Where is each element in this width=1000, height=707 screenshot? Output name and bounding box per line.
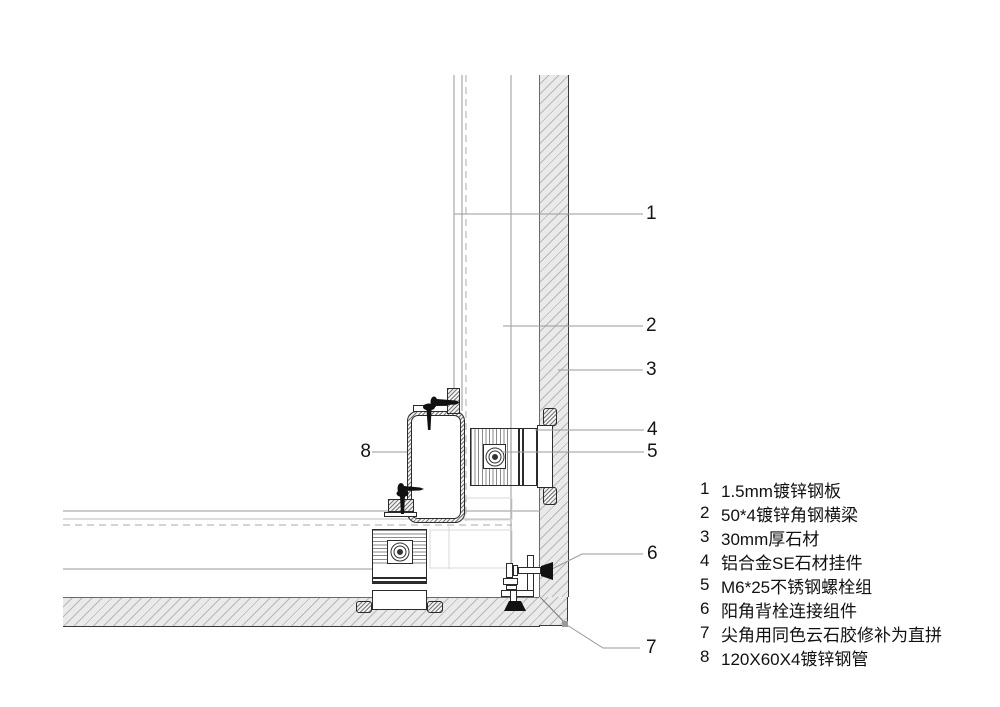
back-bolt-nut-vertical xyxy=(503,578,518,585)
steel-tube-inner-wall xyxy=(411,415,461,519)
corner-bracket-horizontal-leg xyxy=(501,590,534,597)
legend-num: 3 xyxy=(700,527,710,546)
back-bolt-washer-vertical xyxy=(506,585,517,590)
legend-text: 1.5mm镀锌钢板 xyxy=(721,481,841,501)
legend-text: 阳角背栓连接组件 xyxy=(721,601,857,621)
anchor-tab-left xyxy=(356,601,372,613)
anchor-plate-in-stone-horizontal xyxy=(372,590,427,610)
bolt-housing xyxy=(387,540,413,564)
legend-row: 8 120X60X4镀锌钢管 xyxy=(700,645,942,669)
callout-2: 2 xyxy=(646,315,657,336)
back-bolt-nut-horizontal xyxy=(506,563,513,578)
legend-text: M6*25不锈钢螺栓组 xyxy=(721,577,873,597)
hanger-divider-line xyxy=(522,429,524,485)
legend-row: 2 50*4镀锌角钢横梁 xyxy=(700,501,942,525)
legend-text: 尖角用同色云石胶修补为直拼 xyxy=(721,625,942,645)
legend-num: 5 xyxy=(700,575,710,594)
screw-head xyxy=(397,483,405,494)
legend-text: 铝合金SE石材挂件 xyxy=(721,553,863,573)
bolt-ring-middle xyxy=(488,450,501,463)
anchor-tab-bottom xyxy=(543,487,557,505)
back-bolt-shaft-horizontal xyxy=(518,567,541,574)
legend-num: 7 xyxy=(700,623,710,642)
leader-line-7 xyxy=(566,624,640,649)
hanger-divider-line xyxy=(373,577,426,579)
legend-num: 1 xyxy=(700,479,710,498)
steel-tube-120x60 xyxy=(407,411,465,523)
legend-num: 8 xyxy=(700,647,710,666)
bolt-housing xyxy=(483,444,506,469)
angle-cleat-top xyxy=(447,388,460,414)
back-bolt-shaft-vertical xyxy=(510,590,517,602)
legend-num: 4 xyxy=(700,551,710,570)
callout-5: 5 xyxy=(647,441,658,462)
bolt-ring-outer xyxy=(390,542,410,562)
stone-panel-horizontal xyxy=(63,597,540,627)
bolt-center xyxy=(491,453,498,460)
se-hanger-horizontal-face xyxy=(372,529,427,584)
legend-row: 7 尖角用同色云石胶修补为直拼 xyxy=(700,621,942,645)
callout-1: 1 xyxy=(646,203,657,224)
wall-lines xyxy=(63,75,540,592)
ghost-box-1 xyxy=(464,497,513,521)
legend: 1 1.5mm镀锌钢板 2 50*4镀锌角钢横梁 3 30mm厚石材 4 铝合金… xyxy=(700,477,942,669)
callout-4: 4 xyxy=(647,419,658,440)
legend-text: 50*4镀锌角钢横梁 xyxy=(721,505,858,525)
cleat-plate-top xyxy=(413,405,448,412)
legend-num: 6 xyxy=(700,599,710,618)
ghost-box-2 xyxy=(429,529,513,569)
hanger-divider-line xyxy=(518,429,520,485)
cleat-plate-bottom xyxy=(384,512,417,517)
callout-3: 3 xyxy=(646,359,657,380)
callout-6: 6 xyxy=(647,543,658,564)
legend-text: 30mm厚石材 xyxy=(721,529,820,549)
legend-row: 1 1.5mm镀锌钢板 xyxy=(700,477,942,501)
stone-corner-miter-block xyxy=(539,597,568,626)
stone-panel-vertical xyxy=(539,75,569,597)
legend-row: 6 阳角背栓连接组件 xyxy=(700,597,942,621)
bolt-ring-outer xyxy=(485,447,504,466)
anchor-plate-in-stone-vertical xyxy=(537,425,553,488)
legend-row: 5 M6*25不锈钢螺栓组 xyxy=(700,573,942,597)
anchor-tab-top xyxy=(543,408,557,426)
legend-row: 3 30mm厚石材 xyxy=(700,525,942,549)
callout-8: 8 xyxy=(360,441,371,462)
angle-cleat-bottom xyxy=(388,499,414,512)
callout-7: 7 xyxy=(646,637,657,658)
legend-text: 120X60X4镀锌钢管 xyxy=(721,649,869,669)
bolt-center xyxy=(397,549,403,555)
anchor-tab-right xyxy=(427,601,443,613)
back-bolt-washer-horizontal xyxy=(513,565,518,576)
bolt-ring-middle xyxy=(393,545,407,559)
legend-num: 2 xyxy=(700,503,710,522)
se-hanger-vertical-face xyxy=(470,428,537,486)
legend-row: 4 铝合金SE石材挂件 xyxy=(700,549,942,573)
hanger-divider-line xyxy=(373,581,426,583)
